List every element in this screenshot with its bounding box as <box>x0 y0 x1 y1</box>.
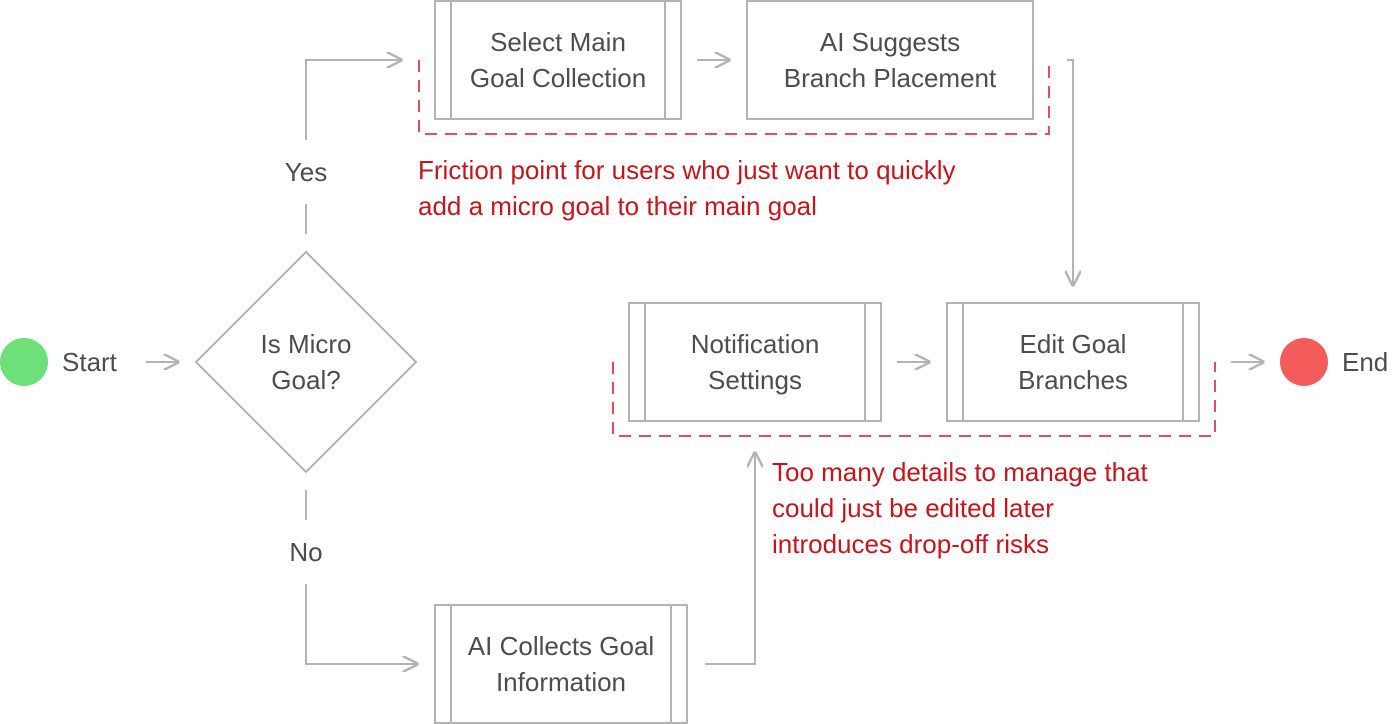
decision-diamond <box>194 250 418 474</box>
details-note: Too many details to manage that could ju… <box>772 457 1148 559</box>
end-node <box>1280 338 1328 386</box>
edit-branches-label: Edit Goal Branches <box>1018 329 1128 395</box>
box-ai-collects <box>434 604 688 724</box>
box-edit-branches <box>946 302 1200 422</box>
arrow-collect-notification <box>705 453 755 665</box>
box-ai-suggests <box>746 0 1034 120</box>
box-notification <box>628 302 882 422</box>
select-main-label: Select Main Goal Collection <box>469 27 647 93</box>
arrow-no-collect <box>305 584 417 664</box>
ai-collects-label: AI Collects Goal Information <box>467 631 655 697</box>
no-label: No <box>289 537 323 567</box>
start-node <box>0 338 48 386</box>
decision-label: Is Micro Goal? <box>260 329 352 395</box>
notification-label: Notification Settings <box>690 329 820 395</box>
yes-label: Yes <box>284 157 328 187</box>
end-label: End <box>1342 347 1389 377</box>
arrow-yes-select <box>305 60 401 140</box>
start-label: Start <box>62 347 117 377</box>
friction-region-top <box>418 60 1050 135</box>
ai-suggests-label: AI Suggests Branch Placement <box>783 27 997 93</box>
box-select-main <box>434 0 682 120</box>
arrow-suggest-edit <box>1067 59 1073 285</box>
friction-note: Friction point for users who just want t… <box>418 155 956 221</box>
